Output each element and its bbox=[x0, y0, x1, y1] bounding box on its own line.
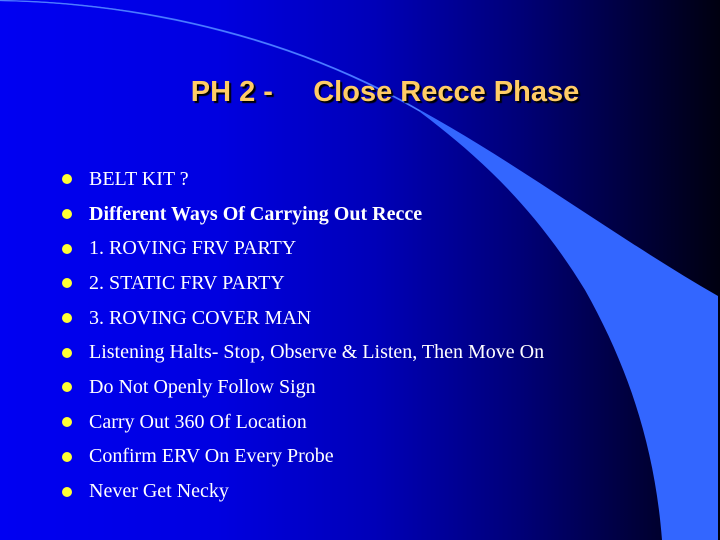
bullet-item: Listening Halts- Stop, Observe & Listen,… bbox=[62, 335, 544, 370]
slide-title: PH 2 - Close Recce Phase bbox=[190, 76, 580, 108]
bullet-dot-icon bbox=[62, 382, 72, 393]
bullet-text: 2. STATIC FRV PARTY bbox=[89, 271, 285, 294]
bullet-list: BELT KIT ? Different Ways Of Carrying Ou… bbox=[62, 162, 544, 509]
bullet-item: 1. ROVING FRV PARTY bbox=[62, 231, 544, 266]
bullet-item: Different Ways Of Carrying Out Recce bbox=[62, 197, 544, 232]
bullet-item: Never Get Necky bbox=[62, 474, 544, 509]
bullet-item: 3. ROVING COVER MAN bbox=[62, 301, 544, 336]
bullet-text: Carry Out 360 Of Location bbox=[89, 410, 307, 433]
bullet-item: Carry Out 360 Of Location bbox=[62, 405, 544, 440]
bullet-dot-icon bbox=[62, 209, 72, 220]
bullet-text: Do Not Openly Follow Sign bbox=[89, 375, 316, 398]
bullet-dot-icon bbox=[62, 313, 72, 324]
bullet-text: Different Ways Of Carrying Out Recce bbox=[89, 202, 423, 225]
bullet-text: Never Get Necky bbox=[89, 480, 229, 503]
bullet-dot-icon bbox=[62, 174, 72, 185]
bullet-text: Confirm ERV On Every Probe bbox=[89, 445, 334, 468]
bullet-item: 2. STATIC FRV PARTY bbox=[62, 266, 544, 301]
bullet-text: 3. ROVING COVER MAN bbox=[89, 306, 312, 329]
bullet-dot-icon bbox=[62, 243, 72, 254]
bullet-text: BELT KIT ? bbox=[89, 167, 189, 190]
bullet-text: Listening Halts- Stop, Observe & Listen,… bbox=[89, 341, 545, 364]
bullet-dot-icon bbox=[62, 451, 72, 462]
bullet-dot-icon bbox=[62, 347, 72, 358]
bullet-item: Confirm ERV On Every Probe bbox=[62, 440, 544, 475]
bullet-item: Do Not Openly Follow Sign bbox=[62, 370, 544, 405]
bullet-dot-icon bbox=[62, 278, 72, 289]
bullet-text: 1. ROVING FRV PARTY bbox=[89, 237, 297, 260]
bullet-item: BELT KIT ? bbox=[62, 162, 544, 197]
bullet-dot-icon bbox=[62, 417, 72, 428]
bullet-dot-icon bbox=[62, 486, 72, 497]
